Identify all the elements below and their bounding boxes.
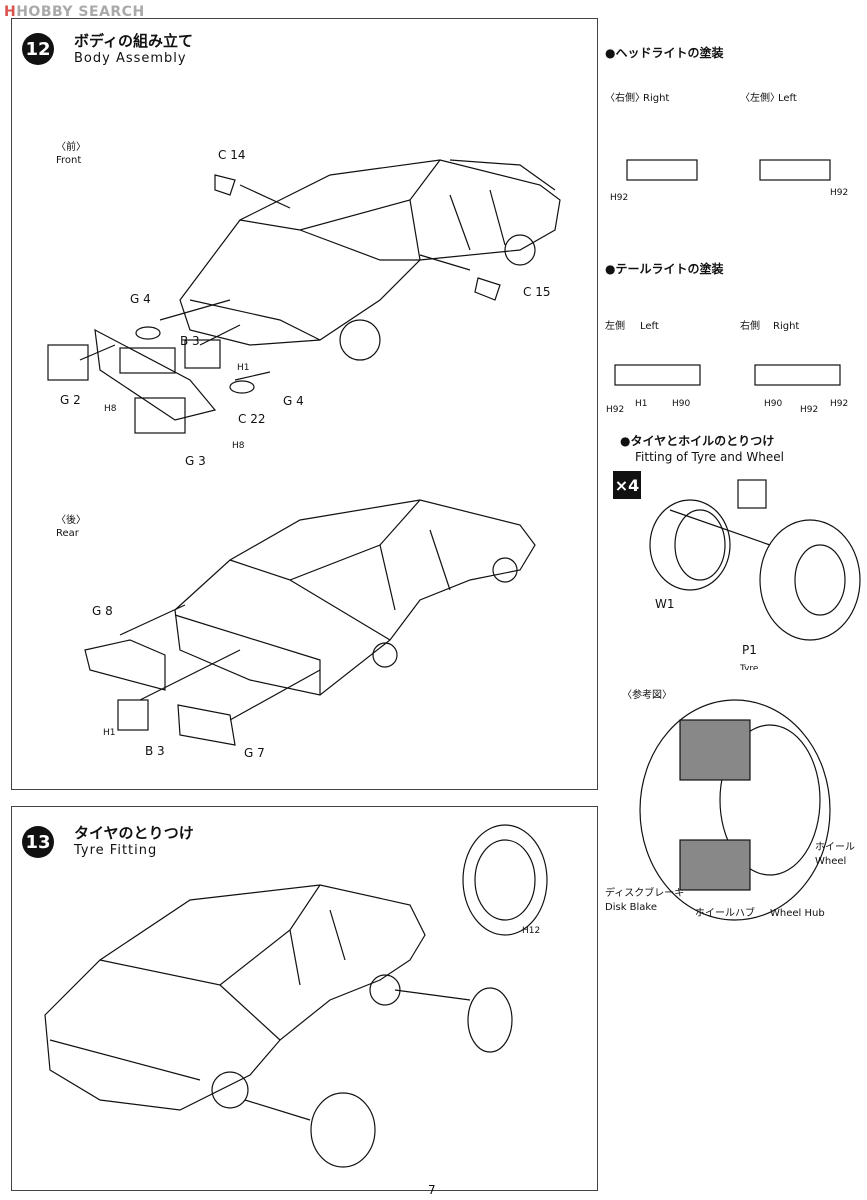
part-label-g4b: G 4 (283, 394, 304, 408)
part-g3 (134, 397, 186, 434)
wheel-label-jp: ホイール (815, 842, 855, 853)
front-car-drawing (179, 159, 561, 361)
wheel-w1 (649, 499, 731, 591)
part-b3 (184, 339, 221, 369)
taillight-left (614, 364, 701, 386)
reference-heading: 〈参考図〉 (622, 690, 672, 701)
part-label-b3a: B 3 (180, 334, 200, 348)
step12-title-en: Body Assembly (74, 51, 187, 66)
part-g8 (84, 639, 166, 691)
taillight-heading: ●テールライトの塗装 (605, 262, 724, 276)
step13-panel (11, 806, 598, 1191)
taillight-tag-h92: H92 (606, 405, 625, 415)
part-label-g2: G 2 (60, 393, 81, 407)
part-label-h8b: H8 (232, 441, 245, 451)
part-label-b3b: B 3 (145, 744, 165, 758)
taillight-right-tag-h92: H92 (800, 405, 819, 415)
watermark-text: HOBBY SEARCH (16, 4, 145, 20)
rear-label-jp: 〈後〉 (56, 515, 86, 526)
part-label-g4a: G 4 (130, 292, 151, 306)
wheel-detail (462, 824, 548, 936)
tyre-lower (310, 1092, 376, 1168)
headlight-tag-h92b: H92 (830, 188, 849, 198)
glue-icon (737, 479, 767, 509)
taillight-right-jp: 右側 (740, 321, 760, 332)
front-label-en: Front (56, 155, 82, 166)
headlight-left (759, 159, 831, 181)
reference-cutaway (639, 699, 831, 921)
part-label-p1: P1 (742, 643, 757, 657)
step13-title-en: Tyre Fitting (74, 843, 158, 858)
part-label-h1a: H1 (237, 363, 250, 373)
tyre-p1 (759, 519, 861, 641)
step12-number: 12 (22, 33, 54, 65)
step12-panel (11, 18, 598, 790)
part-label-h8a: H8 (104, 404, 117, 414)
taillight-tag-h1: H1 (635, 399, 648, 409)
headlight-right-en: Right (643, 93, 670, 104)
wheel-label-en: Wheel (815, 856, 847, 867)
part-label-h12: H12 (522, 926, 541, 936)
part-label-c22: C 22 (238, 412, 266, 426)
part-grille-h8 (119, 347, 176, 374)
part-label-c15: C 15 (523, 285, 551, 299)
rear-car-drawing (174, 499, 536, 696)
step13-title-jp: タイヤのとりつけ (74, 824, 194, 842)
part-label-c14: C 14 (218, 148, 246, 162)
taillight-right-tag-h92b: H92 (830, 399, 849, 409)
part-g4a (135, 326, 161, 340)
taillight-tag-h90: H90 (672, 399, 691, 409)
headlight-left-jp: 〈左側〉 (740, 93, 780, 104)
watermark-logo: HHOBBY SEARCH (4, 4, 145, 20)
part-g2 (47, 344, 89, 381)
part-label-w1: W1 (655, 597, 675, 611)
headlight-heading: ●ヘッドライトの塗装 (605, 46, 724, 60)
tyre-wheel-heading-en: Fitting of Tyre and Wheel (635, 450, 784, 464)
page-number: 7 (428, 1183, 436, 1197)
taillight-right-tag-h90: H90 (764, 399, 783, 409)
part-label-h1b: H1 (103, 728, 116, 738)
part-label-g3: G 3 (185, 454, 206, 468)
part-label-g7: G 7 (244, 746, 265, 760)
rear-label-en: Rear (56, 528, 79, 539)
tyre-wheel-heading-jp: ●タイヤとホイルのとりつけ (620, 434, 775, 448)
part-c15 (474, 277, 501, 301)
step13-car-drawing (44, 884, 426, 1111)
part-b3-rear (117, 699, 149, 731)
headlight-left-en: Left (778, 93, 797, 104)
front-label-jp: 〈前〉 (56, 142, 86, 153)
tyre-upper (467, 987, 513, 1053)
step12-title-jp: ボディの組み立て (74, 32, 193, 50)
taillight-left-en: Left (640, 321, 659, 332)
part-label-g8: G 8 (92, 604, 113, 618)
part-g4b (229, 380, 255, 394)
part-grille-c22 (94, 328, 217, 421)
headlight-tag-h92a: H92 (610, 193, 629, 203)
headlight-right-jp: 〈右側〉 (605, 93, 645, 104)
hub-label-jp: ホイールハブ (695, 908, 755, 919)
hub-label-en: Wheel Hub (770, 908, 825, 919)
disk-label-jp: ディスクブレーキ (605, 888, 685, 899)
taillight-left-jp: 左側 (605, 321, 625, 332)
headlight-right (626, 159, 698, 181)
taillight-right-en: Right (773, 321, 800, 332)
taillight-right (754, 364, 841, 386)
part-c14 (214, 174, 236, 196)
step13-number: 13 (22, 826, 54, 858)
part-g7 (177, 704, 236, 746)
quantity-badge: ×4 (613, 471, 641, 499)
disk-label-en: Disk Blake (605, 902, 658, 913)
part-label-tyre: Tyre (740, 664, 759, 670)
